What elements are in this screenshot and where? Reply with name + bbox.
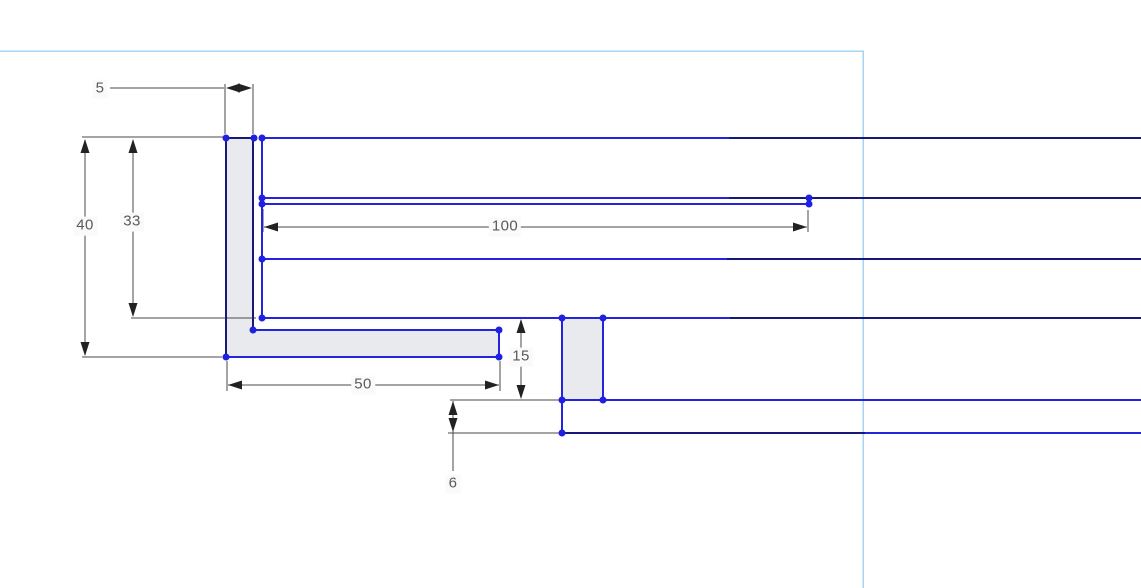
sketch-point[interactable] <box>258 134 266 142</box>
dimension-arrow-right-icon <box>793 222 807 232</box>
sketch-point[interactable] <box>805 194 813 202</box>
dimension-value-33[interactable]: 33 <box>120 212 144 232</box>
sketch-point[interactable] <box>805 200 813 208</box>
l-angle-profile[interactable] <box>226 138 499 357</box>
sketch-point-layer <box>222 134 813 437</box>
sketch-point[interactable] <box>249 326 257 334</box>
dimension-arrow-left-icon <box>228 380 242 390</box>
dimension-arrow-right-icon <box>238 83 252 93</box>
dimension-line-layer <box>82 84 809 471</box>
sketch-point[interactable] <box>222 134 230 142</box>
sketch-point[interactable] <box>258 255 266 263</box>
dimension-value-6[interactable]: 6 <box>445 474 461 494</box>
sketch-point[interactable] <box>222 353 230 361</box>
dimension-arrow-down-icon <box>516 385 526 399</box>
viewport-border-layer <box>0 50 864 588</box>
dimension-value-15[interactable]: 15 <box>509 347 533 367</box>
sketch-point[interactable] <box>258 194 266 202</box>
sketch-point[interactable] <box>495 326 503 334</box>
dimension-arrow-down-icon <box>448 418 458 432</box>
dimension-value-50[interactable]: 50 <box>351 375 375 395</box>
dimension-arrow-up-icon <box>80 139 90 153</box>
dimension-arrow-left-icon <box>264 222 278 232</box>
viewport-border <box>0 50 864 588</box>
dimension-arrow-up-icon <box>448 401 458 415</box>
dimension-value-5[interactable]: 5 <box>92 79 108 99</box>
sketch-point[interactable] <box>558 314 566 322</box>
dimension-arrow-up-icon <box>516 319 526 333</box>
sketch-point[interactable] <box>258 314 266 322</box>
dimension-value-40[interactable]: 40 <box>73 216 97 236</box>
sketch-point[interactable] <box>258 200 266 208</box>
dimension-arrow-down-icon <box>128 303 138 317</box>
sketch-point[interactable] <box>599 396 607 404</box>
dimension-arrow-up-icon <box>128 139 138 153</box>
sketch-point[interactable] <box>599 314 607 322</box>
dimension-arrow-layer <box>80 83 807 432</box>
sketch-point[interactable] <box>250 134 258 142</box>
sketch-line-layer <box>225 137 1141 434</box>
dimension-arrow-left-icon <box>226 83 240 93</box>
profile-fill-layer <box>226 138 603 400</box>
sketch-point[interactable] <box>495 353 503 361</box>
step-block-profile[interactable] <box>562 318 603 400</box>
sketch-point[interactable] <box>558 396 566 404</box>
dimension-arrow-right-icon <box>485 380 499 390</box>
dimension-value-100[interactable]: 100 <box>488 217 522 237</box>
sketch-point[interactable] <box>558 429 566 437</box>
dimension-arrow-down-icon <box>80 342 90 356</box>
